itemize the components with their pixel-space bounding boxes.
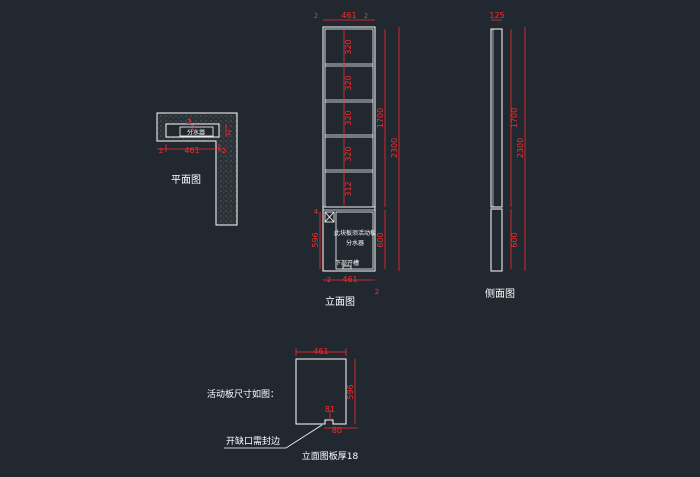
elev-shelf-dim-4: 320	[344, 146, 353, 161]
elev-dim-bottom-gap-left: 2	[327, 276, 331, 284]
elev-dim-bottom-width: 461	[342, 275, 357, 284]
panel-dim-notch-w: 80	[332, 426, 342, 435]
plan-dim-side: 2	[227, 129, 231, 137]
elev-shelf-dim-2: 320	[344, 75, 353, 90]
panel-dim-width: 461	[313, 347, 328, 356]
elev-dim-bottom-gap-right: 2	[375, 288, 379, 296]
elev-dim-top-gap-left: 2	[314, 12, 318, 20]
elev-dim-2300: 2300	[390, 138, 399, 158]
elev-dim-top-width: 461	[341, 11, 356, 20]
panel-leader-line	[224, 424, 323, 449]
side-dim-top: 125	[489, 11, 504, 20]
elev-shelf-dim-3: 320	[344, 110, 353, 125]
plan-dim-gap-right: 2	[222, 147, 226, 155]
elev-distributor-label: 分水器	[346, 239, 364, 247]
panel-detail: 461 596 81 80 活动板尺寸如图： 开缺口需封边 立面图板厚18	[207, 347, 358, 462]
plan-distributor-label: 分水器	[187, 129, 205, 137]
plan-view: 分水器 461 2 2 2 2 2 平面图	[156, 112, 238, 226]
elev-panel-note: 此块板须活动板	[334, 229, 376, 237]
panel-note-edge: 开缺口需封边	[226, 435, 280, 447]
panel-caption-size: 活动板尺寸如图：	[207, 388, 279, 400]
elev-shelf-dim-1: 320	[344, 39, 353, 54]
side-title: 侧面图	[485, 287, 515, 300]
elev-dim-1700: 1700	[376, 108, 385, 128]
side-dim-2300: 2300	[516, 138, 525, 158]
side-dim-600: 600	[510, 232, 519, 247]
elev-shelf-dim-5: 312	[344, 181, 353, 196]
side-outline-upper	[490, 28, 503, 208]
panel-title: 立面图板厚18	[302, 450, 359, 462]
elev-dim-4: 4	[314, 208, 319, 216]
elev-dim-top-gap-right: 2	[364, 12, 368, 20]
elevation-outline	[322, 26, 376, 272]
plan-dim-top-a: 2	[187, 118, 191, 126]
plan-dim-width: 461	[184, 146, 199, 155]
side-outline-lower	[490, 208, 503, 272]
side-view: 125 1700 2300 600 侧面图	[485, 11, 526, 300]
plan-distributor-box	[179, 126, 214, 137]
plan-dim-gap-left: 2	[159, 147, 163, 155]
panel-outline	[295, 358, 347, 425]
elevation-title: 立面图	[325, 295, 355, 308]
elevation-view: 2 461 2 320 320 320 320 312 1700 2300 60…	[311, 11, 400, 308]
elev-slot-note: 下部开槽	[335, 259, 359, 267]
panel-dim-height: 596	[346, 384, 355, 399]
elev-dim-596: 596	[311, 232, 320, 247]
plan-counter-outline	[156, 112, 238, 226]
plan-dim-top-b: 2	[191, 124, 195, 132]
plan-title: 平面图	[171, 174, 201, 186]
panel-dim-notch-h: 81	[325, 405, 335, 414]
side-dim-1700: 1700	[510, 108, 519, 128]
elev-dim-600: 600	[376, 232, 385, 247]
